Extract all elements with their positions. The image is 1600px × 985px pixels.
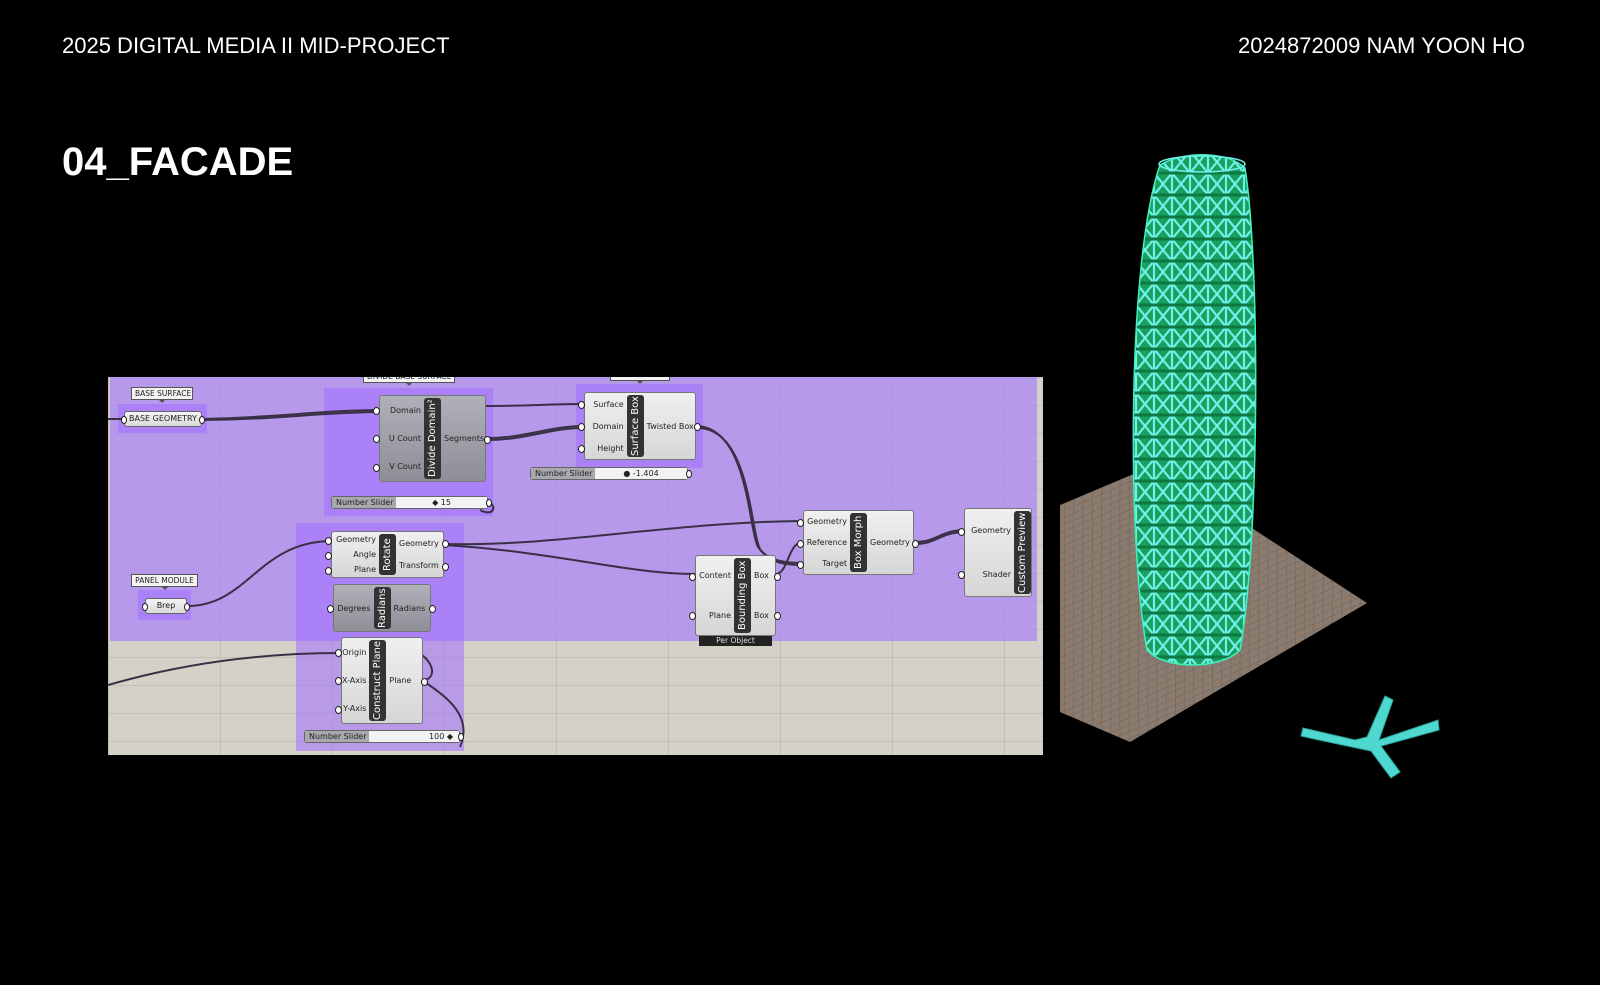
input-reference[interactable]: Reference — [797, 538, 847, 548]
divide-domain-node[interactable]: Domain U Count V Count Divide Domain² Segm… — [373, 395, 491, 482]
input-u-count[interactable]: U Count — [373, 434, 421, 444]
slider-value[interactable]: 100 ◆ — [369, 731, 459, 742]
node-title: Custom Preview — [1014, 511, 1031, 594]
node-title: Construct Plane — [369, 640, 387, 721]
input-degrees[interactable]: Degrees — [327, 604, 371, 613]
panel-module-label: PANEL MODULE — [131, 574, 198, 590]
node-title: Divide Domain² — [424, 398, 441, 479]
input-angle[interactable]: Angle — [325, 550, 376, 560]
input-origin[interactable]: Origin — [334, 647, 367, 658]
main-group — [110, 377, 1037, 641]
surface-box-label: SURFACE BOX — [610, 377, 670, 384]
slider-value[interactable]: ● -1.404 — [595, 468, 687, 479]
input-v-count[interactable]: V Count — [373, 462, 421, 472]
input-geometry[interactable]: Geometry — [958, 526, 1011, 536]
slider-label: Number Slider — [332, 497, 396, 508]
input-surface[interactable]: Surface — [578, 400, 624, 409]
slider-label: Number Slider — [531, 468, 595, 479]
node-title: Radians — [373, 587, 391, 629]
input-domain[interactable]: Domain — [373, 406, 421, 416]
output-box[interactable]: Box — [754, 571, 781, 581]
input-content[interactable]: Content — [689, 571, 731, 581]
output-radians[interactable]: Radians — [394, 604, 436, 613]
input-target[interactable]: Target — [797, 559, 847, 569]
output-box-2[interactable]: Box — [754, 611, 781, 621]
node-title: Surface Box — [626, 395, 644, 457]
input-domain[interactable]: Domain — [578, 422, 624, 431]
divide-base-surface-label: DIVIDE BASE SURFACE — [363, 377, 455, 386]
base-geometry-param[interactable]: BASE GEOMETRY — [121, 411, 205, 427]
page-title: 04_FACADE — [62, 140, 294, 184]
input-x-axis[interactable]: X-Axis — [334, 675, 367, 686]
per-object-flag: Per Object — [699, 636, 772, 646]
grasshopper-canvas[interactable]: BASE SURFACE BASE GEOMETRY DIVIDE BASE S… — [108, 366, 1043, 755]
node-title: Box Morph — [850, 513, 867, 572]
output-twisted-box[interactable]: Twisted Box — [646, 421, 702, 431]
node-title: Rotate — [379, 534, 396, 575]
input-height[interactable]: Height — [578, 444, 624, 453]
u-count-slider[interactable]: Number Slider◆ 15 — [331, 496, 492, 509]
height-slider[interactable]: Number Slider● -1.404 — [530, 467, 692, 480]
brep-param[interactable]: Brep — [142, 598, 190, 614]
output-geometry[interactable]: Geometry — [399, 539, 449, 549]
slider-value[interactable]: ◆ 15 — [396, 497, 487, 508]
input-geometry[interactable]: Geometry — [797, 517, 847, 527]
base-surface-label: BASE SURFACE — [131, 387, 193, 403]
tower — [1132, 154, 1257, 666]
input-plane[interactable]: Plane — [689, 611, 731, 621]
rhino-render — [1060, 154, 1440, 779]
author-name: 2024872009 NAM YOON HO — [1238, 33, 1525, 58]
output-segments[interactable]: Segments — [444, 434, 491, 444]
slider-label: Number Slider — [305, 731, 369, 742]
input-shader[interactable]: Shader — [958, 570, 1011, 580]
input-y-axis[interactable]: Y-Axis — [334, 704, 367, 714]
radians-node[interactable]: Degrees Radians Radians — [327, 584, 436, 632]
output-transform[interactable]: Transform — [399, 561, 449, 571]
output-plane[interactable]: Plane — [389, 676, 428, 686]
course-title: 2025 DIGITAL MEDIA II MID-PROJECT — [62, 33, 450, 58]
node-title: Bounding Box — [734, 558, 751, 633]
input-plane[interactable]: Plane — [325, 565, 376, 575]
panel-module-star — [1300, 695, 1440, 779]
input-geometry[interactable]: Geometry — [325, 535, 376, 545]
output-geometry[interactable]: Geometry — [870, 538, 919, 548]
